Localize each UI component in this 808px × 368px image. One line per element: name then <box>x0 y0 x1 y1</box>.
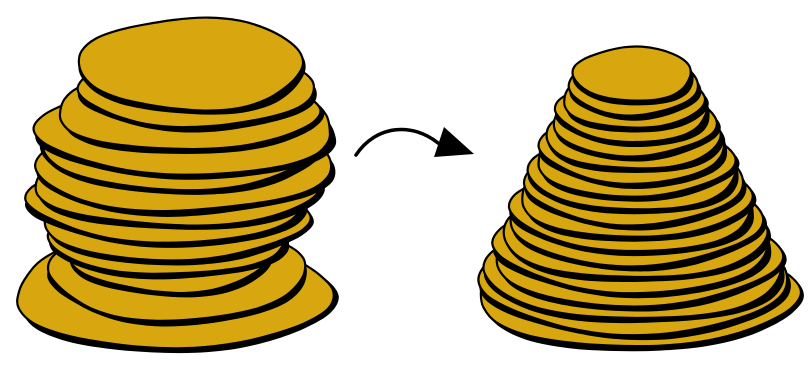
left-disc-13-top <box>79 18 303 111</box>
left-disc-13 <box>78 18 305 115</box>
right-disc-19 <box>573 46 694 105</box>
